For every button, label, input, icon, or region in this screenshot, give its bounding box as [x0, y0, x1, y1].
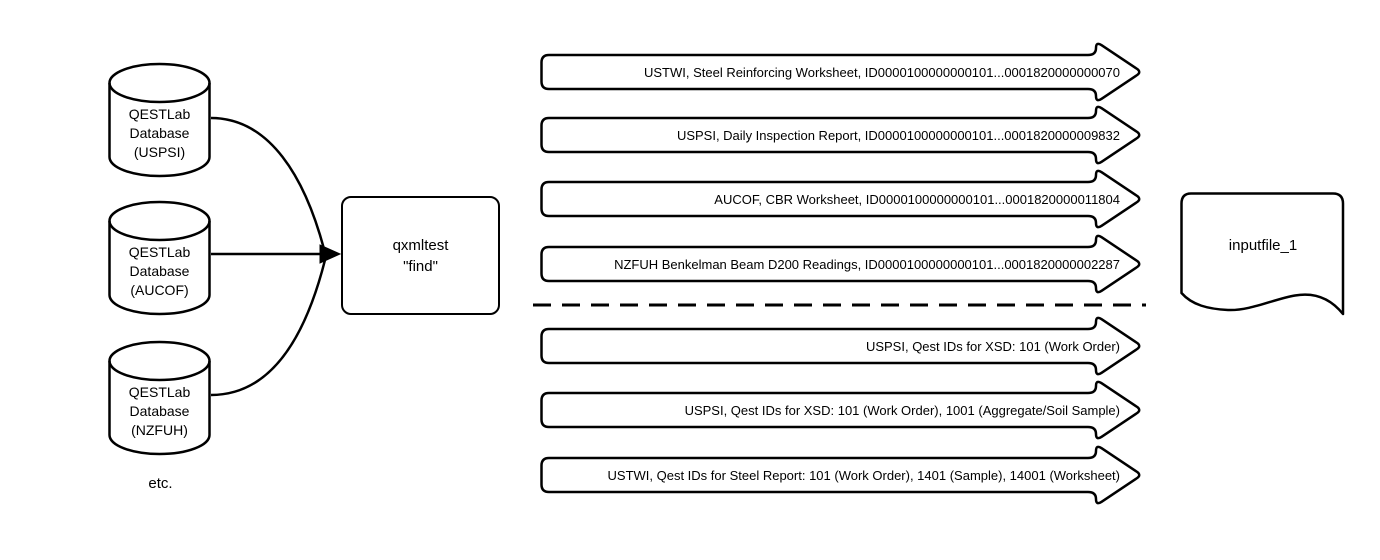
database-label-line: Database: [129, 262, 190, 279]
document-inputfile: inputfile_1: [1180, 192, 1346, 320]
banner-arrow-icon: [540, 105, 1141, 165]
record-arrow-uspsi-daily-inspection: USPSI, Daily Inspection Report, ID000010…: [540, 103, 1144, 167]
banner-arrow-icon: [540, 42, 1141, 102]
record-arrow-label: NZFUH Benkelman Beam D200 Readings, ID00…: [614, 256, 1120, 272]
cylinder-shape-icon: [108, 62, 211, 178]
process-box-subtitle: "find": [403, 257, 438, 275]
record-arrow-label: USPSI, Qest IDs for XSD: 101 (Work Order…: [684, 402, 1120, 418]
record-arrow-uspsi-qest-ids-work-order: USPSI, Qest IDs for XSD: 101 (Work Order…: [540, 314, 1144, 378]
connector-nzfuh-to-qxmltest: [210, 259, 327, 397]
record-arrow-label: USPSI, Daily Inspection Report, ID000010…: [676, 127, 1120, 143]
record-arrow-label: USTWI, Qest IDs for Steel Report: 101 (W…: [607, 467, 1120, 483]
database-label-line: QESTLab: [128, 105, 191, 122]
record-arrow-uspsi-qest-ids-aggregate-sample: USPSI, Qest IDs for XSD: 101 (Work Order…: [540, 378, 1144, 442]
database-label-line: Database: [129, 124, 190, 141]
database-label: QESTLab Database (USPSI): [108, 92, 211, 174]
database-label-line: Database: [129, 402, 190, 419]
record-arrow-label: AUCOF, CBR Worksheet, ID0000100000000101…: [714, 191, 1120, 207]
cylinder-shape-icon: [108, 340, 211, 456]
record-arrow-ustwi-steel-worksheet: USTWI, Steel Reinforcing Worksheet, ID00…: [540, 40, 1144, 104]
document-shape-icon: [1180, 192, 1345, 316]
arrowhead-into-qxmltest: [319, 244, 342, 264]
process-box-title: qxmltest: [392, 236, 449, 254]
database-label-line: QESTLab: [128, 383, 191, 400]
banner-arrow-icon: [540, 169, 1141, 229]
banner-arrow-icon: [540, 380, 1141, 440]
database-label-line: (NZFUH): [131, 421, 188, 438]
record-arrow-label: USPSI, Qest IDs for XSD: 101 (Work Order…: [865, 338, 1120, 354]
database-label: QESTLab Database (AUCOF): [108, 230, 211, 312]
banner-arrow-icon: [540, 316, 1141, 376]
database-label-line: QESTLab: [128, 243, 191, 260]
record-arrow-nzfuh-benkelman-beam: NZFUH Benkelman Beam D200 Readings, ID00…: [540, 232, 1144, 296]
banner-arrow-icon: [540, 445, 1141, 505]
database-label-line: (USPSI): [133, 143, 186, 160]
record-arrow-label: USTWI, Steel Reinforcing Worksheet, ID00…: [643, 64, 1120, 80]
database-label-line: (AUCOF): [130, 281, 189, 298]
banner-arrow-icon: [540, 234, 1141, 294]
process-box-qxmltest: qxmltest "find": [341, 196, 500, 315]
database-cylinder-uspsi: QESTLab Database (USPSI): [108, 62, 211, 178]
database-label: QESTLab Database (NZFUH): [108, 370, 211, 452]
database-cylinder-aucof: QESTLab Database (AUCOF): [108, 200, 211, 316]
cylinder-shape-icon: [108, 200, 211, 316]
record-arrow-aucof-cbr-worksheet: AUCOF, CBR Worksheet, ID0000100000000101…: [540, 167, 1144, 231]
connector-uspsi-to-qxmltest: [210, 116, 326, 250]
database-cylinder-nzfuh: QESTLab Database (NZFUH): [108, 340, 211, 456]
record-arrow-ustwi-qest-ids-steel-report: USTWI, Qest IDs for Steel Report: 101 (W…: [540, 443, 1144, 507]
document-label: inputfile_1: [1228, 236, 1298, 254]
etc-label: etc.: [148, 475, 173, 492]
